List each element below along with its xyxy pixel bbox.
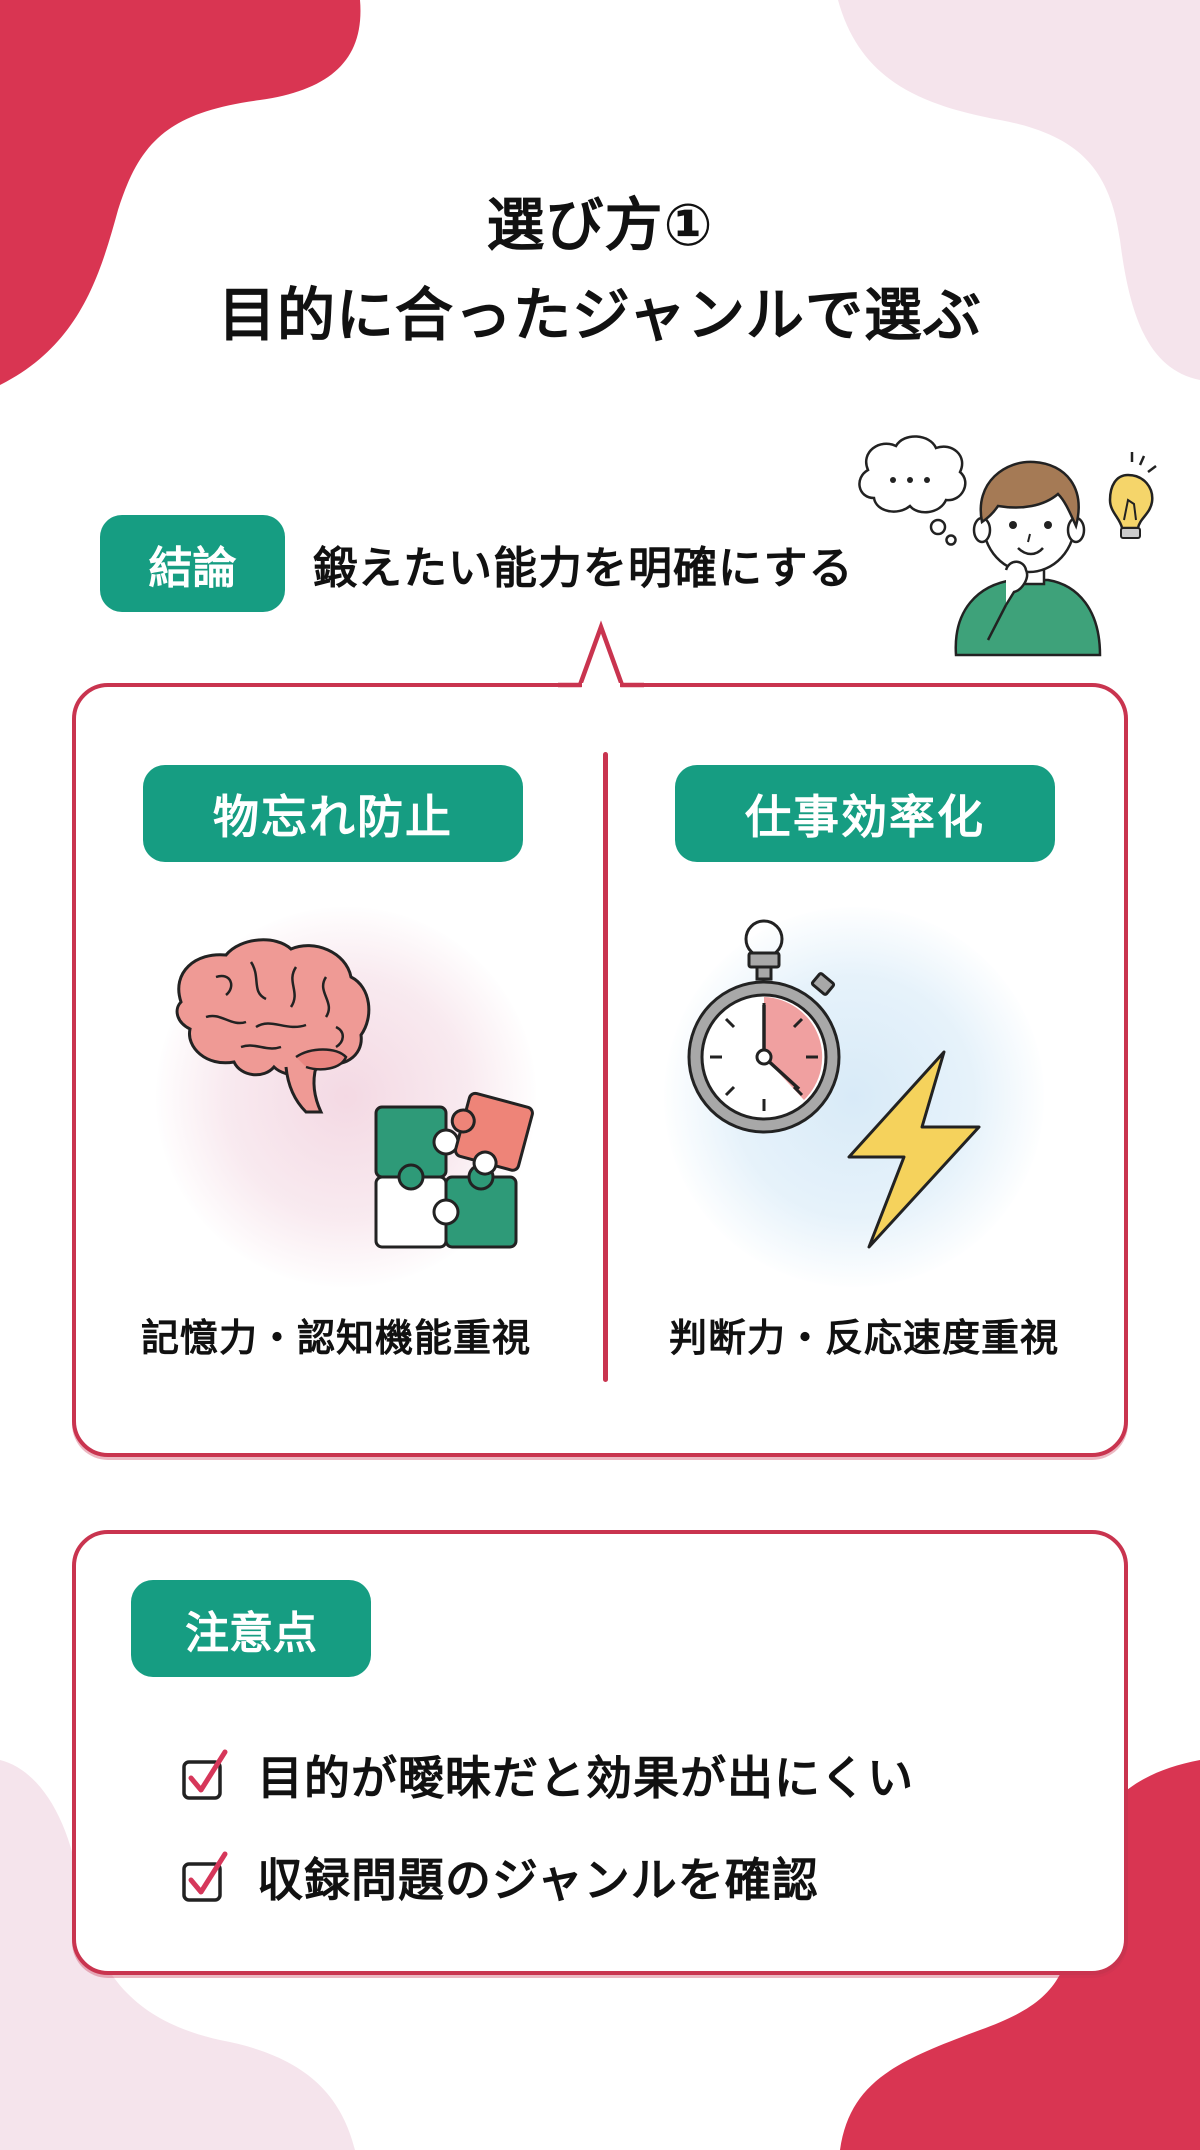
checkbox-checked-icon <box>182 1749 228 1800</box>
lightning-icon <box>847 1050 981 1249</box>
conclusion-row: 結論 鍛えたい能力を明確にする <box>100 515 853 612</box>
caution-item: 収録問題のジャンルを確認 <box>181 1826 914 1928</box>
brain-puzzle-illustration <box>175 938 534 1249</box>
caution-item-text: 目的が曖昧だと効果が出にくい <box>257 1751 915 1805</box>
column-divider <box>603 752 608 1382</box>
top-right-blob <box>838 0 1200 380</box>
brain-icon <box>175 938 371 1114</box>
caution-list: 目的が曖昧だと効果が出にくい 収録問題のジャンルを確認 <box>181 1724 914 1928</box>
checkbox-checked-icon <box>182 1851 228 1902</box>
genre-card: 物忘れ防止 <box>72 683 1128 1457</box>
page-title: 選び方① 目的に合ったジャンルで選ぶ <box>0 180 1200 360</box>
card-pointer <box>558 620 644 689</box>
conclusion-badge: 結論 <box>100 515 285 612</box>
title-line-1: 選び方① <box>486 191 714 259</box>
bottom-left-blob <box>0 1760 355 2150</box>
caution-item: 目的が曖昧だと効果が出にくい <box>181 1724 914 1826</box>
genre-badge-efficiency: 仕事効率化 <box>675 765 1055 862</box>
thinking-person-icon <box>858 435 1157 657</box>
conclusion-text: 鍛えたい能力を明確にする <box>313 542 854 594</box>
genre-column-memory: 物忘れ防止 <box>76 687 596 1457</box>
puzzle-icon <box>374 1091 534 1249</box>
genre-column-efficiency: 仕事効率化 判断力・反応速度重視 <box>604 687 1124 1457</box>
caution-badge: 注意点 <box>131 1580 371 1677</box>
thought-bubble-icon <box>858 435 967 546</box>
stopwatch-lightning-illustration <box>687 919 981 1249</box>
caution-item-text: 収録問題のジャンルを確認 <box>257 1853 819 1907</box>
genre-badge-memory: 物忘れ防止 <box>143 765 523 862</box>
stopwatch-icon <box>687 919 841 1134</box>
genre-caption-efficiency: 判断力・反応速度重視 <box>668 1316 1059 1360</box>
title-line-2: 目的に合ったジャンルで選ぶ <box>217 281 983 349</box>
caution-card: 注意点 目的が曖昧だと効果が出にくい 収録問題のジャンルを確認 <box>72 1530 1128 1975</box>
genre-caption-memory: 記憶力・認知機能重視 <box>140 1316 531 1360</box>
light-bulb-icon <box>1108 452 1157 539</box>
top-left-blob <box>0 0 361 385</box>
